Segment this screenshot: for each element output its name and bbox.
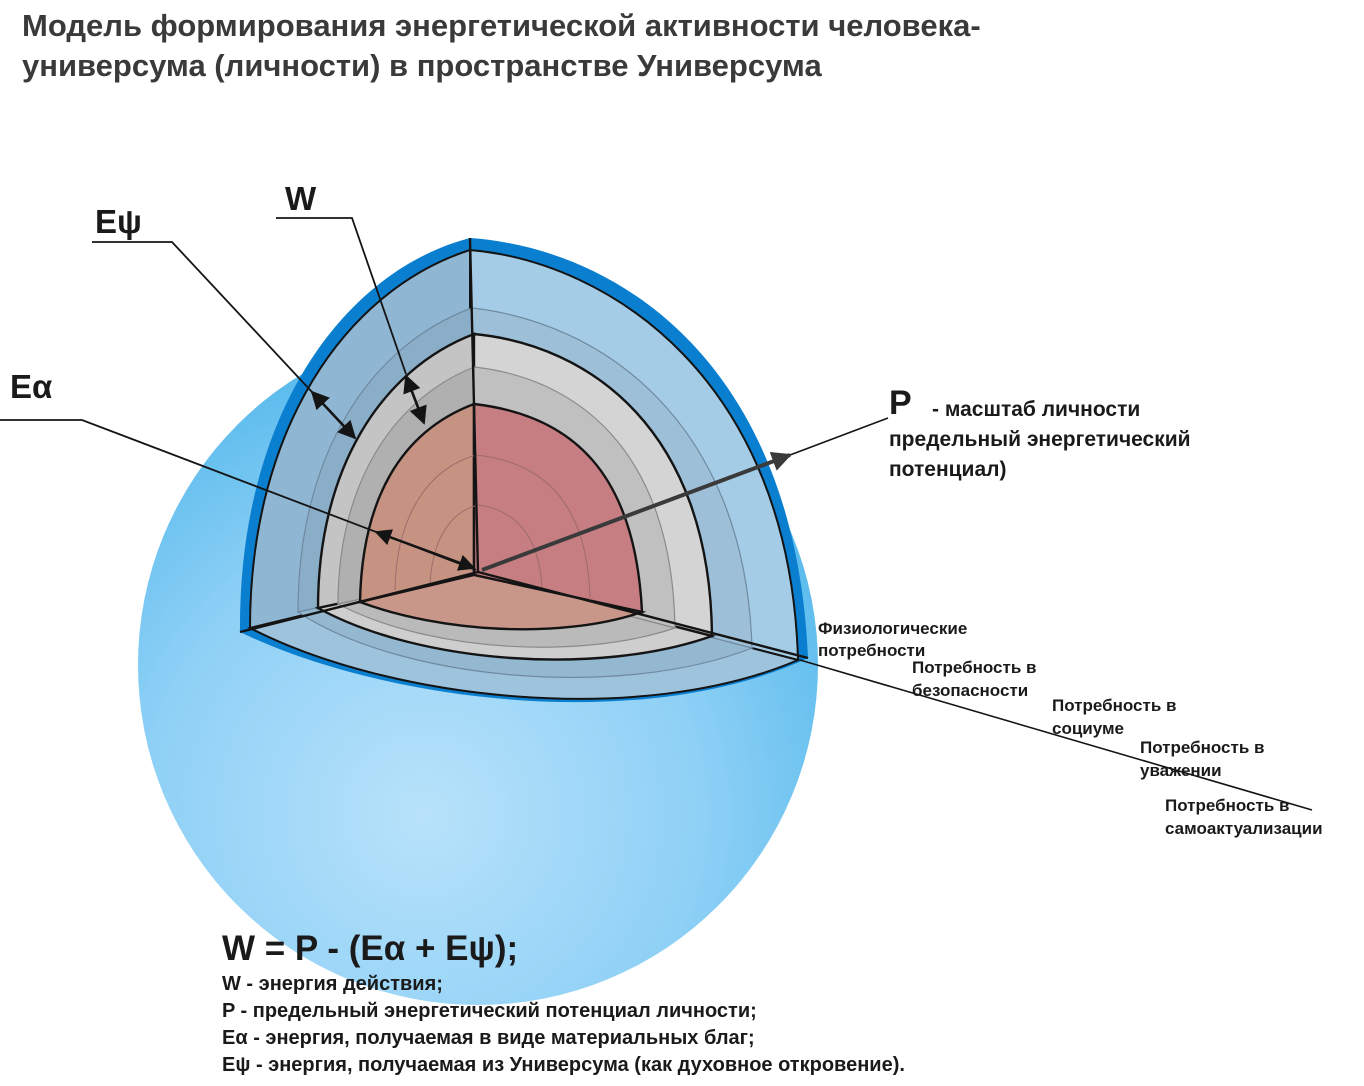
e-psi-arrow [310,390,357,440]
need-safety-2: безопасности [912,681,1028,700]
need-physiological-1: Физиологические [818,619,967,638]
w-leader [276,217,407,375]
p-desc-line-2: предельный энергетический [889,428,1191,451]
label-e-psi: Eψ [95,203,142,240]
p-desc-line-1: - масштаб личности [932,398,1140,421]
core-floor [355,573,647,631]
cut-edge-right [477,570,809,660]
label-p: P [889,384,912,422]
formula: W = P - (Eα + Eψ); [222,929,518,968]
e-psi-leader [92,241,313,393]
need-safety-1: Потребность в [912,658,1036,677]
cut-edge-vertical [468,237,480,573]
needs-leader-line [799,659,1313,811]
legend-e-psi: Eψ - энергия, получаемая из Универсума (… [222,1054,905,1076]
legend-p: P - предельный энергетический потенциал … [222,1000,757,1022]
p-leader-line [789,417,889,456]
need-self-actualization-1: Потребность в [1165,796,1289,815]
label-w: W [285,180,317,217]
w-arrow [403,374,427,425]
need-physiological-2: потребности [818,641,925,660]
core-right [472,402,644,614]
p-desc-line-3: потенциал) [889,458,1006,481]
need-social-2: социуме [1052,719,1124,738]
label-e-alpha: Eα [10,368,52,405]
legend-e-alpha: Eα - энергия, получаемая в виде материал… [222,1027,755,1049]
need-esteem-2: уважении [1140,761,1222,780]
need-social-1: Потребность в [1052,696,1176,715]
e-alpha-arrow [374,529,476,571]
legend-w: W - энергия действия; [222,973,443,995]
need-esteem-1: Потребность в [1140,738,1264,757]
e-alpha-leader [0,419,477,571]
title-line-1: Модель формирования энергетической актив… [22,8,981,43]
title-line-2: универсума (личности) в пространстве Уни… [22,48,822,83]
need-self-actualization-2: самоактуализации [1165,819,1323,838]
cut-edge-left [239,570,479,634]
p-radius-arrow [481,451,792,572]
